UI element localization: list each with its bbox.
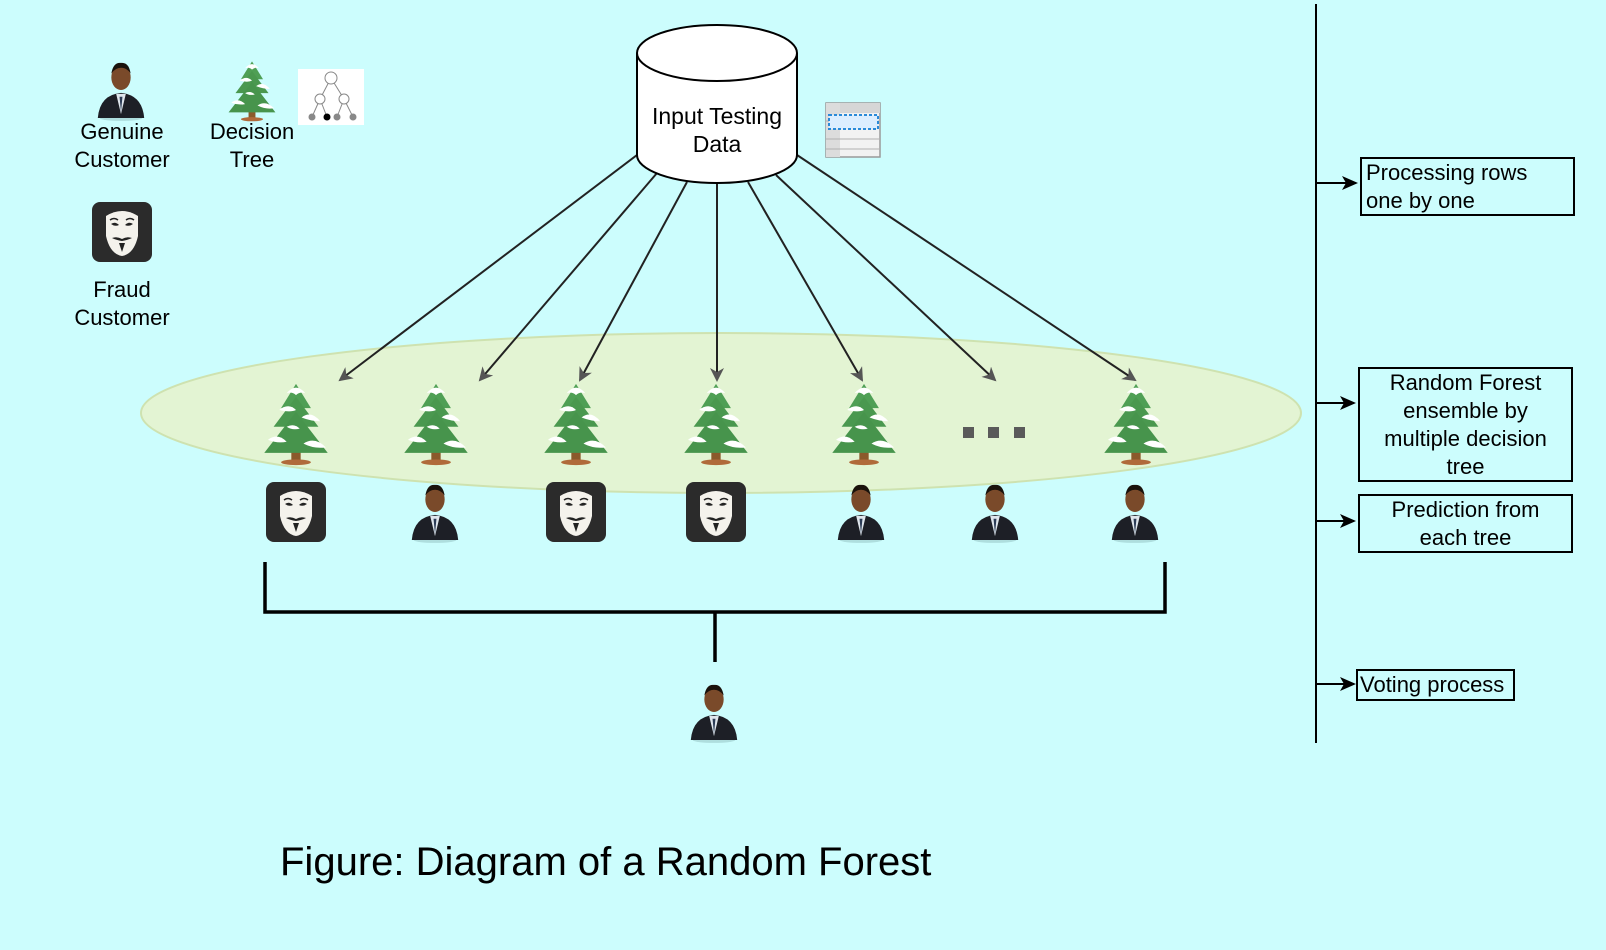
figure-caption: Figure: Diagram of a Random Forest [280, 840, 932, 884]
fraud-customer-icon [92, 202, 152, 262]
fraud-prediction-icon [546, 482, 606, 542]
process-timeline [1315, 4, 1358, 743]
tree-predictions [266, 482, 1159, 543]
decision-tree-label: Decision Tree [209, 119, 295, 172]
final-prediction [690, 684, 738, 743]
input-data-label: Input Testing Data [651, 103, 782, 157]
genuine-prediction-icon [411, 484, 459, 543]
step-voting-process: Voting process [1356, 669, 1515, 701]
genuine-prediction-icon [1111, 484, 1159, 543]
voting-bracket [263, 562, 1167, 662]
data-flow-arrows [338, 154, 1137, 382]
arrow-to-tree-3 [579, 181, 688, 382]
genuine-prediction-icon [971, 484, 1019, 543]
decision-tree-icon [228, 61, 276, 122]
more-trees-ellipsis [963, 427, 1025, 438]
arrow-to-tree-5 [747, 181, 863, 382]
genuine-result-icon [690, 684, 738, 743]
tree-structure-icon [298, 69, 364, 125]
step-processing-rows: Processing rows one by one [1360, 157, 1575, 216]
step-random-forest-ensemble: Random Forest ensemble by multiple decis… [1358, 367, 1573, 482]
genuine-customer-label: Genuine Customer [74, 119, 170, 172]
arrow-to-tree-1 [338, 154, 638, 382]
table-rows-icon [825, 102, 881, 158]
fraud-prediction-icon [266, 482, 326, 542]
input-database-icon [636, 24, 798, 184]
arrow-to-tree-2 [478, 172, 658, 382]
genuine-customer-icon [97, 62, 145, 121]
genuine-prediction-icon [837, 484, 885, 543]
fraud-customer-label: Fraud Customer [74, 277, 170, 330]
step-prediction-each-tree: Prediction from each tree [1358, 494, 1573, 553]
arrow-to-tree-6 [775, 174, 997, 382]
arrow-to-tree-7 [796, 154, 1137, 382]
fraud-prediction-icon [686, 482, 746, 542]
